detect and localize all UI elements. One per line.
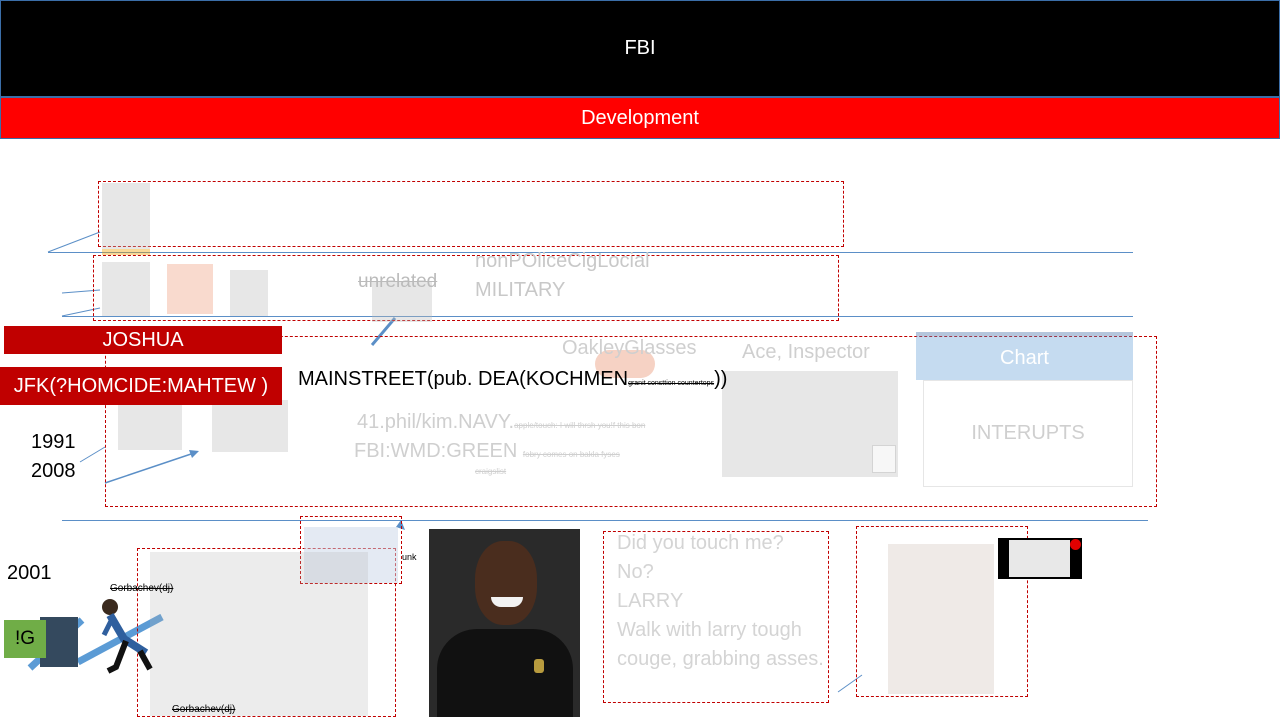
photo-thumbnail bbox=[102, 183, 150, 249]
media-group-box bbox=[93, 255, 839, 321]
craigslist-label: craigslist bbox=[475, 467, 507, 476]
photo-thumbnail bbox=[167, 264, 213, 314]
media-group-box bbox=[137, 548, 396, 717]
wmd-text: FBI:WMD:GREEN bbox=[354, 440, 518, 462]
interupts-label: INTERUPTS bbox=[971, 422, 1085, 444]
main-group-box bbox=[105, 336, 1157, 507]
phil-text: 41.phil/kim.NAVY. bbox=[357, 411, 515, 433]
logo-image bbox=[872, 445, 896, 473]
media-group-box bbox=[856, 526, 1028, 697]
ace-label: Ace, Inspector bbox=[742, 341, 870, 363]
officer-photo bbox=[429, 529, 580, 717]
phil-subtext: apple/touch: I will thrsh you!f this bon bbox=[514, 421, 646, 430]
photo-thumbnail bbox=[150, 552, 368, 716]
photo-thumbnail bbox=[212, 400, 288, 452]
jfk-text: JFK(?HOMCIDE:MAHTEW ) bbox=[13, 374, 269, 397]
divider-line bbox=[62, 520, 1148, 521]
wmd-subtext: fobry comes on bakla fyses bbox=[522, 450, 620, 459]
wmd-label: FBI:WMD:GREEN fobry comes on bakla fyses bbox=[354, 440, 620, 463]
military-label: MILITARY bbox=[475, 279, 566, 301]
media-group-box bbox=[98, 181, 844, 247]
chart-label: Chart bbox=[1000, 346, 1049, 369]
mainstreet-subtext: granit consttion countertops bbox=[628, 380, 715, 387]
gorbachev-label: Gorbachev(dj) bbox=[172, 704, 236, 715]
photo-thumbnail bbox=[102, 249, 150, 255]
dialogue-text: Did you touch me? No? LARRY Walk with la… bbox=[617, 529, 831, 674]
gorbachev-label: Gorbachev(dj) bbox=[110, 583, 174, 594]
sunglasses-image bbox=[595, 350, 655, 378]
photo-thumbnail bbox=[888, 544, 994, 694]
photo-thumbnail bbox=[722, 371, 898, 477]
ig-text: !G bbox=[14, 628, 36, 649]
phil-label: 41.phil/kim.NAVY.apple/touch: I will thr… bbox=[357, 411, 645, 434]
unk-label: unk bbox=[402, 552, 417, 562]
photo-thumbnail bbox=[102, 262, 150, 316]
divider-line bbox=[48, 252, 1133, 253]
dancer-figure bbox=[101, 599, 153, 674]
media-group-box bbox=[300, 516, 402, 584]
photo-thumbnail bbox=[372, 282, 432, 322]
photo-thumbnail bbox=[304, 527, 398, 583]
nonpolice-label: nonPOliceCigLocial bbox=[475, 250, 650, 272]
page-title: FBI bbox=[624, 37, 656, 59]
dialogue-line: Did you touch me? bbox=[617, 532, 784, 554]
dialogue-line: Walk with larry tough couge, grabbing as… bbox=[617, 619, 824, 670]
mainstreet-close: )) bbox=[714, 368, 728, 390]
ig-badge: !G bbox=[4, 620, 46, 658]
dialogue-line: LARRY bbox=[617, 590, 684, 612]
screen-device-image bbox=[998, 538, 1082, 579]
joshua-text: JOSHUA bbox=[102, 328, 184, 351]
unrelated-label: unrelated bbox=[358, 271, 438, 292]
subtitle-bar: Development bbox=[0, 97, 1280, 139]
mainstreet-label: MAINSTREET(pub. DEA(KOCHMENgranit constt… bbox=[298, 368, 727, 391]
mainstreet-text: MAINSTREET(pub. DEA(KOCHMEN bbox=[298, 368, 629, 390]
year-label: 1991 bbox=[31, 431, 76, 453]
interupts-panel: INTERUPTS bbox=[923, 380, 1133, 487]
photo-thumbnail bbox=[230, 270, 268, 316]
dialogue-line: No? bbox=[617, 561, 654, 583]
divider-line bbox=[62, 316, 1133, 317]
year-label: 2008 bbox=[31, 460, 76, 482]
joshua-label: JOSHUA bbox=[4, 326, 282, 354]
year-label: 2001 bbox=[7, 562, 52, 584]
dialogue-box bbox=[603, 531, 829, 703]
chart-header: Chart bbox=[916, 332, 1133, 380]
magazine-cover-image bbox=[40, 617, 78, 667]
page-subtitle: Development bbox=[581, 106, 699, 129]
title-bar: FBI bbox=[0, 0, 1280, 97]
jfk-label: JFK(?HOMCIDE:MAHTEW ) bbox=[0, 367, 282, 405]
oakley-label: OakleyGlasses bbox=[562, 337, 697, 359]
